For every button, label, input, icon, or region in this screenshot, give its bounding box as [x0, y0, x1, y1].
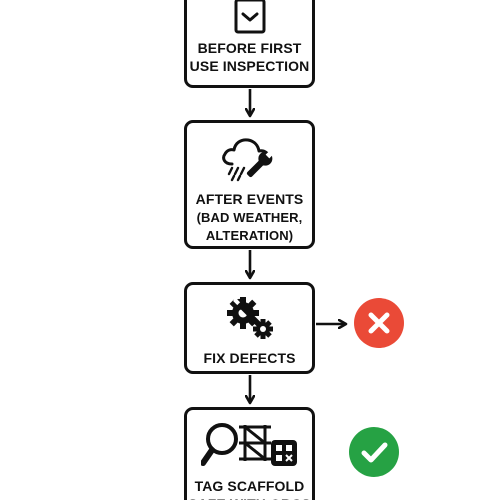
- clipboard-check-icon: [234, 0, 265, 34]
- check-icon: [349, 427, 399, 477]
- step-label: BEFORE FIRST USE INSPECTION: [189, 40, 310, 74]
- magnifier-scaffold-tag-icon: [200, 423, 297, 466]
- step-label: AFTER EVENTS: [195, 191, 304, 207]
- step-tag-scaffold: TAG SCAFFOLD SAFE WITH QRCS: [184, 407, 315, 500]
- step-sublabel: (BAD WEATHER, ALTERATION): [196, 210, 303, 243]
- gears-wrench-icon: [226, 297, 273, 339]
- step-after-events: AFTER EVENTS (BAD WEATHER, ALTERATION): [184, 120, 315, 249]
- step-fix-defects: FIX DEFECTS: [184, 282, 315, 374]
- storm-cloud-wrench-icon: [221, 138, 274, 182]
- pass-status-badge: [349, 427, 399, 477]
- cross-icon: [354, 298, 404, 348]
- step-label: TAG SCAFFOLD SAFE WITH QRCS: [188, 478, 311, 500]
- step-label: FIX DEFECTS: [203, 350, 296, 366]
- fail-status-badge: [354, 298, 404, 348]
- step-before-first-use: BEFORE FIRST USE INSPECTION: [184, 0, 315, 88]
